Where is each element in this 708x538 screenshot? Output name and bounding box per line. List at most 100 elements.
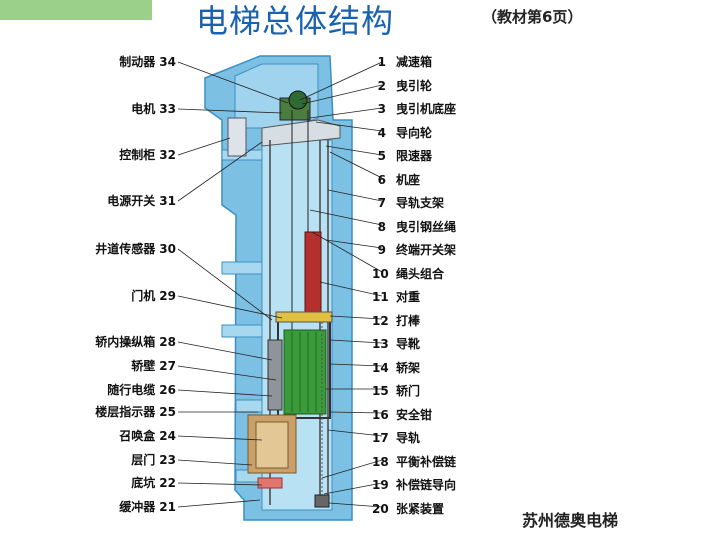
- right-label: 5 限速器: [372, 149, 432, 163]
- right-label-name: 补偿链导向: [396, 478, 457, 492]
- page-subtitle: （教材第6页）: [482, 8, 583, 26]
- left-label-name: 轿壁: [131, 359, 156, 373]
- right-label-number: 7: [377, 196, 386, 210]
- traction-sheave: [288, 90, 308, 110]
- right-label: 11 对重: [372, 290, 420, 304]
- page-title: 电梯总体结构: [196, 2, 395, 40]
- right-label-number: 9: [377, 243, 386, 257]
- left-label-number: 22: [159, 476, 176, 490]
- left-label-name: 缓冲器: [119, 500, 156, 514]
- right-label-number: 6: [377, 172, 386, 187]
- right-label-name: 机座: [396, 172, 421, 187]
- left-label-name: 控制柜: [119, 148, 156, 162]
- left-label-number: 32: [159, 148, 176, 162]
- left-label-number: 23: [159, 453, 176, 467]
- right-label-name: 终端开关架: [396, 243, 457, 257]
- left-label-name: 轿内操纵箱: [95, 335, 156, 349]
- corner-accent-bar: [0, 0, 152, 20]
- right-label-name: 导向轮: [396, 125, 433, 140]
- left-label-name: 井道传感器: [95, 242, 156, 256]
- car-wall-stripes: [291, 332, 317, 412]
- right-label-name: 对重: [396, 290, 421, 304]
- left-label-number: 30: [159, 242, 176, 256]
- right-label-name: 打棒: [396, 313, 421, 328]
- left-label-number: 25: [159, 405, 176, 419]
- right-label: 2 曳引轮: [372, 79, 432, 93]
- machine-platform: [261, 119, 341, 147]
- left-label-name: 底坑: [131, 476, 156, 490]
- right-label-name: 曳引钢丝绳: [396, 219, 457, 234]
- left-leader-lines: [177, 61, 289, 508]
- right-label-name: 安全钳: [396, 407, 433, 422]
- counterweight: [304, 231, 322, 323]
- right-label: 12 打棒: [372, 314, 420, 328]
- right-label-name: 张紧装置: [396, 501, 445, 516]
- car-door: [267, 339, 283, 411]
- pit-buffer: [257, 477, 283, 489]
- left-label-name: 电机: [131, 102, 156, 116]
- right-label: 6 机座: [372, 173, 420, 187]
- left-label-number: 24: [159, 429, 176, 443]
- right-label-number: 5: [377, 149, 386, 163]
- right-label-name: 平衡补偿链: [396, 454, 457, 469]
- tension-device: [314, 494, 330, 508]
- right-label-number: 15: [372, 384, 389, 398]
- right-label-name: 限速器: [396, 149, 433, 163]
- right-label-name: 轿门: [396, 384, 421, 398]
- right-label-number: 4: [377, 125, 386, 140]
- left-label-number: 31: [159, 194, 176, 208]
- right-label-name: 曳引机底座: [396, 102, 457, 116]
- company-name: 苏州德奥电梯: [522, 511, 619, 530]
- right-label: 4 导向轮: [372, 126, 432, 140]
- left-label-number: 34: [159, 55, 176, 69]
- left-label-name: 随行电缆: [107, 383, 156, 397]
- right-label-name: 绳头组合: [396, 266, 445, 281]
- left-label-name: 门机: [131, 289, 156, 303]
- left-label-number: 33: [159, 102, 176, 116]
- right-label-number: 20: [372, 501, 389, 516]
- traction-ropes: [291, 110, 309, 330]
- left-label-name: 制动器: [119, 55, 156, 69]
- right-label-number: 3: [377, 102, 386, 116]
- right-label-number: 8: [377, 219, 386, 234]
- right-label-name: 曳引轮: [396, 78, 433, 93]
- landing-door-panel: [255, 421, 289, 469]
- right-label-number: 14: [372, 360, 389, 375]
- right-label-number: 12: [372, 313, 389, 328]
- left-label-number: 29: [159, 289, 176, 303]
- right-label-number: 18: [372, 454, 389, 469]
- left-label-name: 楼层指示器: [95, 405, 156, 419]
- door-operator: [275, 311, 333, 323]
- right-label: 3 曳引机底座: [372, 102, 456, 116]
- right-label-number: 11: [372, 290, 389, 304]
- right-label-number: 2: [377, 78, 386, 93]
- right-label-number: 1: [377, 55, 386, 69]
- right-label: 15 轿门: [372, 384, 420, 398]
- elevator-car: [283, 329, 327, 415]
- control-cabinet: [227, 117, 247, 157]
- right-label: 20 张紧装置: [372, 502, 444, 516]
- left-label-name: 层门: [131, 453, 156, 467]
- left-label-name: 召唤盒: [119, 429, 156, 443]
